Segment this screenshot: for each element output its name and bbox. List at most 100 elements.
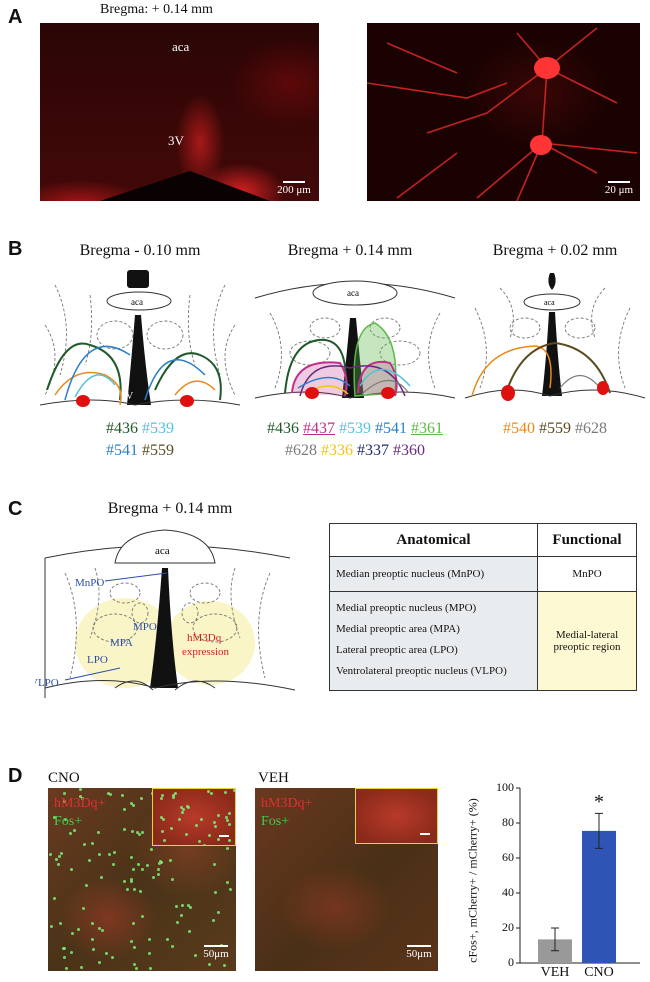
fos-dot xyxy=(141,868,145,872)
fos-dot xyxy=(149,967,153,971)
fos-dot xyxy=(172,794,176,798)
fos-dot xyxy=(63,791,67,795)
fos-dot xyxy=(136,863,140,867)
fos-dot xyxy=(62,955,66,959)
fos-dot xyxy=(97,961,101,965)
micrograph-veh: hM3Dq+ Fos+ 50μm xyxy=(255,788,438,971)
fos-dot xyxy=(97,853,101,857)
fos-dot xyxy=(223,791,227,795)
scale-bar-veh: 50μm xyxy=(401,945,437,960)
row2-functional: Medial-lateral preoptic region xyxy=(537,591,637,691)
label-veh-image: VEH xyxy=(258,770,289,786)
label-3v-b1: 3V xyxy=(121,391,134,402)
label-aca-c: aca xyxy=(155,545,170,557)
fos-dot xyxy=(106,791,110,795)
section-title-c: Bregma + 0.14 mm xyxy=(107,500,233,517)
fos-dot xyxy=(208,834,212,838)
fos-dot xyxy=(123,807,127,811)
row2-anatomical: Medial preoptic nucleus (MPO) Medial pre… xyxy=(329,591,538,691)
fos-dot xyxy=(92,948,96,952)
fos-dot xyxy=(122,880,126,884)
fos-dot xyxy=(82,843,86,847)
fos-dot xyxy=(91,921,95,925)
y-tick-label: 40 xyxy=(502,885,514,899)
anat-lpo: Lateral preoptic area (LPO) xyxy=(336,644,458,656)
fos-dot xyxy=(131,867,135,871)
fos-dot xyxy=(90,841,94,845)
fos-dot xyxy=(71,931,75,935)
label-aca-b2: aca xyxy=(347,288,359,298)
fos-dot xyxy=(169,826,173,830)
fos-dot xyxy=(225,846,229,850)
chart-ylabel: cFos+, mCherry+ / mCherry+ (%) xyxy=(465,798,480,963)
micrograph-cno: hM3Dq+ Fos+ 50μm xyxy=(48,788,236,971)
fos-dot xyxy=(216,813,220,817)
fos-dot xyxy=(210,792,214,796)
fos-dot xyxy=(64,967,68,971)
fos-dot xyxy=(200,817,204,821)
id-list-b3: #540#559#628 xyxy=(470,418,640,440)
id-list-b1: #436#539 #541#559 xyxy=(60,418,220,462)
fos-dot xyxy=(232,789,235,793)
fos-dot xyxy=(62,947,66,951)
fos-dot xyxy=(160,797,164,801)
brain-section-c: aca MnPO MPO MPA LPO VLPO hM3Dq expressi… xyxy=(35,529,296,698)
id-b2-0-1: #437 xyxy=(303,420,335,437)
fos-dot xyxy=(225,815,229,819)
fos-dot xyxy=(162,838,166,842)
id-b3-0-0: #540 xyxy=(503,420,535,437)
fos-dot xyxy=(213,824,217,828)
id-b2-1-1: #336 xyxy=(321,442,353,459)
fos-dot xyxy=(140,830,144,834)
fos-dot xyxy=(227,838,231,842)
fos-dot xyxy=(147,938,151,942)
brain-section-b2: aca xyxy=(254,280,456,399)
fos-dot xyxy=(187,929,191,933)
fos-dot xyxy=(202,843,206,845)
fos-dot xyxy=(85,883,89,887)
id-b2-1-3: #360 xyxy=(393,442,425,459)
fos-dot xyxy=(109,792,113,796)
fos-dot xyxy=(161,830,165,834)
fos-dot xyxy=(216,910,220,914)
fos-dot xyxy=(207,963,211,967)
fos-dot xyxy=(161,794,165,797)
label-mpo: MPO xyxy=(133,621,157,633)
label-hm3dq: hM3Dq xyxy=(187,632,222,644)
fos-dot xyxy=(78,788,82,792)
section-title-b3: Bregma + 0.02 mm xyxy=(492,242,618,259)
id-b2-0-0: #436 xyxy=(267,420,299,437)
section-title-b2: Bregma + 0.14 mm xyxy=(287,242,413,259)
fos-dot xyxy=(108,852,112,856)
fos-dot xyxy=(187,903,190,907)
fos-dot xyxy=(70,950,74,954)
micrograph-low-mag: aca 3V 200 μm xyxy=(40,23,319,201)
fos-dot xyxy=(80,797,84,801)
id-b2-1-2: #337 xyxy=(357,442,389,459)
label-vlpo: VLPO xyxy=(35,677,59,689)
fos-dot xyxy=(194,823,198,827)
fos-dot xyxy=(82,907,86,911)
cfos-bar-chart xyxy=(516,787,640,964)
fos-dot xyxy=(135,830,139,834)
fos-dot xyxy=(112,863,116,867)
fos-dot xyxy=(181,903,185,907)
label-hm3dq-veh: hM3Dq+ xyxy=(261,796,313,811)
fos-dot xyxy=(140,915,144,919)
id-list-b2: #436#437#539#541#361 #628#336#337#360 xyxy=(240,418,470,462)
fos-dot xyxy=(185,832,189,836)
y-tick-label: 0 xyxy=(508,955,514,969)
fos-dot xyxy=(52,815,56,819)
fos-dot xyxy=(157,862,161,866)
label-aca-b3: aca xyxy=(544,298,555,307)
panel-letter-a: A xyxy=(8,6,23,28)
fos-dot xyxy=(129,801,133,805)
fos-dot xyxy=(222,963,226,967)
error-bar-veh xyxy=(551,927,559,952)
neuron-drawing xyxy=(367,27,638,201)
fos-dot xyxy=(132,945,136,949)
fos-dot xyxy=(157,872,161,876)
label-fos-cno: Fos+ xyxy=(54,814,83,829)
fos-dot xyxy=(113,851,117,855)
fos-dot xyxy=(182,808,186,812)
